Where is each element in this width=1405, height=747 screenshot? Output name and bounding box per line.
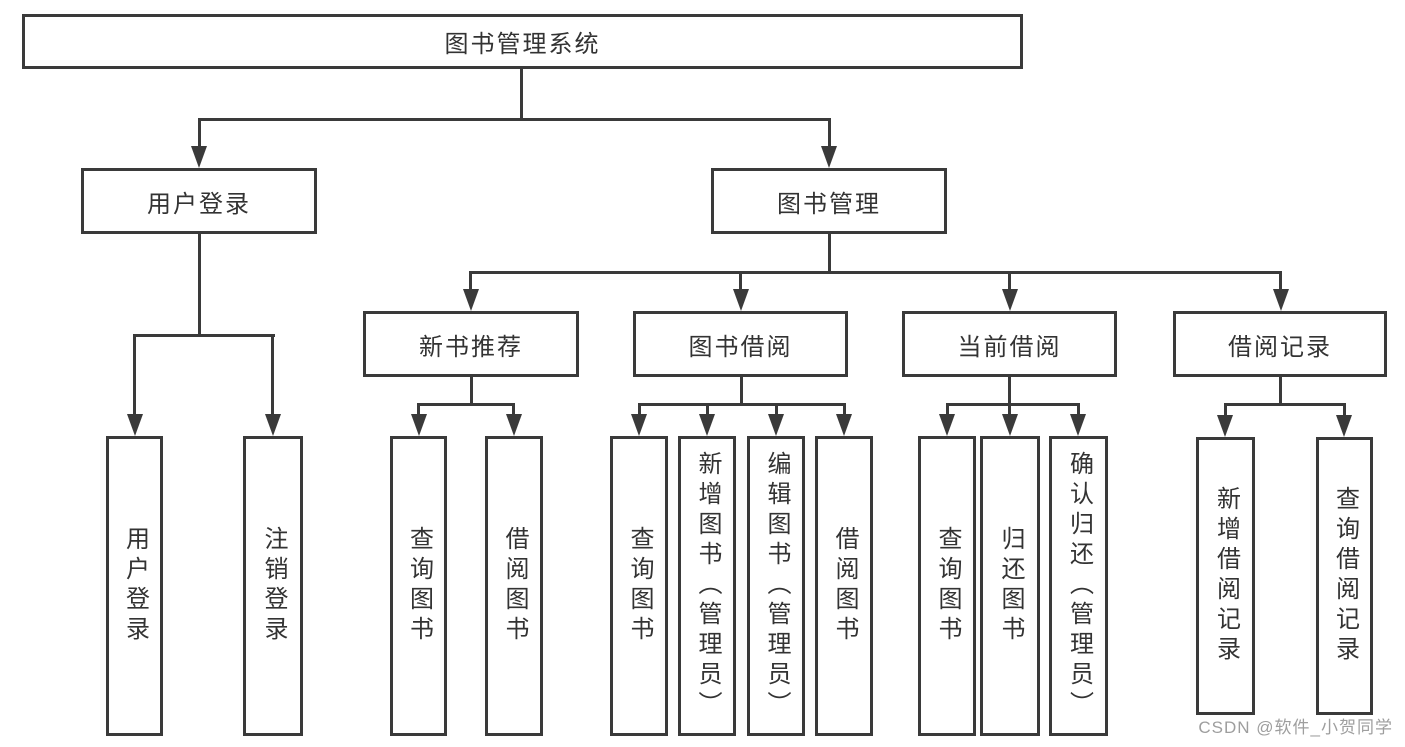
leaf-user-login: 用户登录: [106, 436, 163, 736]
leaf-label: 查询图书: [934, 526, 961, 646]
leaf-label: 借阅图书: [501, 526, 528, 646]
arrowhead-down-icon: [699, 414, 715, 436]
connector-user-login-rail: [133, 334, 275, 337]
node-label: 图书管理: [777, 190, 881, 218]
arrowhead-down-icon: [1002, 289, 1018, 311]
leaf-label: 新增借阅记录: [1212, 486, 1240, 666]
leaf-label: 查询图书: [405, 526, 433, 646]
connector-shaft-leaf: [512, 403, 515, 417]
connector-shaft-leaf: [417, 403, 420, 417]
node-new-book-recommend: 新书推荐: [363, 311, 579, 377]
connector-new-books-rail: [417, 403, 515, 406]
leaf-label: 编辑图书（管理员）: [763, 451, 790, 721]
arrowhead-down-icon: [733, 289, 749, 311]
connector-shaft-leaf: [706, 403, 709, 417]
arrowhead-down-icon: [127, 414, 143, 436]
leaf-query-books-recommend: 查询图书: [390, 436, 447, 736]
arrowhead-down-icon: [1336, 415, 1352, 437]
leaf-label: 用户登录: [121, 526, 149, 646]
connector-shaft-book-mgmt: [828, 118, 831, 150]
arrowhead-down-icon: [768, 414, 784, 436]
connector-shaft-leaf: [775, 403, 778, 417]
connector-shaft-leaf: [843, 403, 846, 417]
connector-shaft-user-login: [198, 118, 201, 150]
node-label: 用户登录: [147, 190, 251, 218]
arrowhead-down-icon: [1002, 414, 1018, 436]
connector-shaft-leaf: [638, 403, 641, 417]
node-library-management-system: 图书管理系统: [22, 14, 1023, 69]
node-current-borrowing: 当前借阅: [902, 311, 1117, 377]
arrowhead-down-icon: [1070, 414, 1086, 436]
leaf-confirm-return-admin: 确认归还（管理员）: [1049, 436, 1108, 736]
node-label: 图书管理系统: [444, 31, 601, 58]
leaf-label: 查询借阅记录: [1331, 486, 1359, 666]
connector-current-stub: [1008, 377, 1011, 405]
node-user-login: 用户登录: [81, 168, 317, 234]
leaf-add-books-admin: 新增图书（管理员）: [678, 436, 736, 736]
leaf-logout: 注销登录: [243, 436, 303, 736]
arrowhead-down-icon: [411, 414, 427, 436]
node-label: 当前借阅: [957, 333, 1062, 361]
connector-records-rail: [1224, 403, 1346, 406]
leaf-borrow-books: 借阅图书: [815, 436, 873, 736]
arrowhead-down-icon: [1217, 415, 1233, 437]
leaf-query-borrow-record: 查询借阅记录: [1316, 437, 1373, 715]
node-label: 借阅记录: [1228, 333, 1332, 361]
node-book-borrowing: 图书借阅: [633, 311, 848, 377]
node-book-management: 图书管理: [711, 168, 947, 234]
connector-shaft-leaf: [1224, 403, 1227, 419]
arrowhead-down-icon: [191, 146, 207, 168]
leaf-query-books-current: 查询图书: [918, 436, 976, 736]
connector-root-rail: [198, 118, 831, 121]
leaf-label: 新增图书（管理员）: [694, 451, 721, 721]
leaf-label: 查询图书: [626, 526, 653, 646]
arrowhead-down-icon: [1273, 289, 1289, 311]
connector-shaft-leaf: [1343, 403, 1346, 419]
node-label: 新书推荐: [419, 333, 523, 361]
node-label: 图书借阅: [688, 333, 793, 361]
connector-shaft-leaf: [946, 403, 949, 417]
leaf-add-borrow-record: 新增借阅记录: [1196, 437, 1255, 715]
leaf-query-books-borrowing: 查询图书: [610, 436, 668, 736]
arrowhead-down-icon: [506, 414, 522, 436]
connector-shaft-current: [1008, 271, 1011, 293]
connector-shaft-leaf: [1077, 403, 1080, 417]
connector-borrowing-stub: [740, 377, 743, 405]
connector-root-stub: [520, 69, 523, 120]
leaf-edit-books-admin: 编辑图书（管理员）: [747, 436, 805, 736]
leaf-label: 注销登录: [260, 526, 287, 646]
csdn-watermark: CSDN @软件_小贺同学: [1198, 718, 1393, 737]
connector-new-books-stub: [470, 376, 473, 406]
arrowhead-down-icon: [939, 414, 955, 436]
leaf-label: 归还图书: [997, 526, 1024, 646]
connector-shaft-leaf: [271, 334, 274, 418]
connector-records-stub: [1279, 377, 1282, 405]
arrowhead-down-icon: [265, 414, 281, 436]
node-borrowing-records: 借阅记录: [1173, 311, 1387, 377]
connector-book-mgmt-stub: [828, 233, 831, 273]
connector-shaft-records: [1279, 271, 1282, 293]
connector-borrowing-rail: [638, 403, 846, 406]
connector-shaft-leaf: [133, 334, 136, 418]
arrowhead-down-icon: [821, 146, 837, 168]
leaf-borrow-books-recommend: 借阅图书: [485, 436, 543, 736]
leaf-return-books: 归还图书: [980, 436, 1040, 736]
leaf-label: 借阅图书: [831, 526, 858, 646]
arrowhead-down-icon: [463, 289, 479, 311]
connector-shaft-new-books: [469, 271, 472, 293]
connector-user-login-stub: [198, 233, 201, 337]
arrowhead-down-icon: [631, 414, 647, 436]
connector-current-rail: [946, 403, 1080, 406]
connector-shaft-borrowing: [739, 271, 742, 293]
leaf-label: 确认归还（管理员）: [1065, 451, 1093, 721]
connector-book-mgmt-rail: [469, 271, 1282, 274]
connector-shaft-leaf: [1008, 403, 1011, 417]
arrowhead-down-icon: [836, 414, 852, 436]
